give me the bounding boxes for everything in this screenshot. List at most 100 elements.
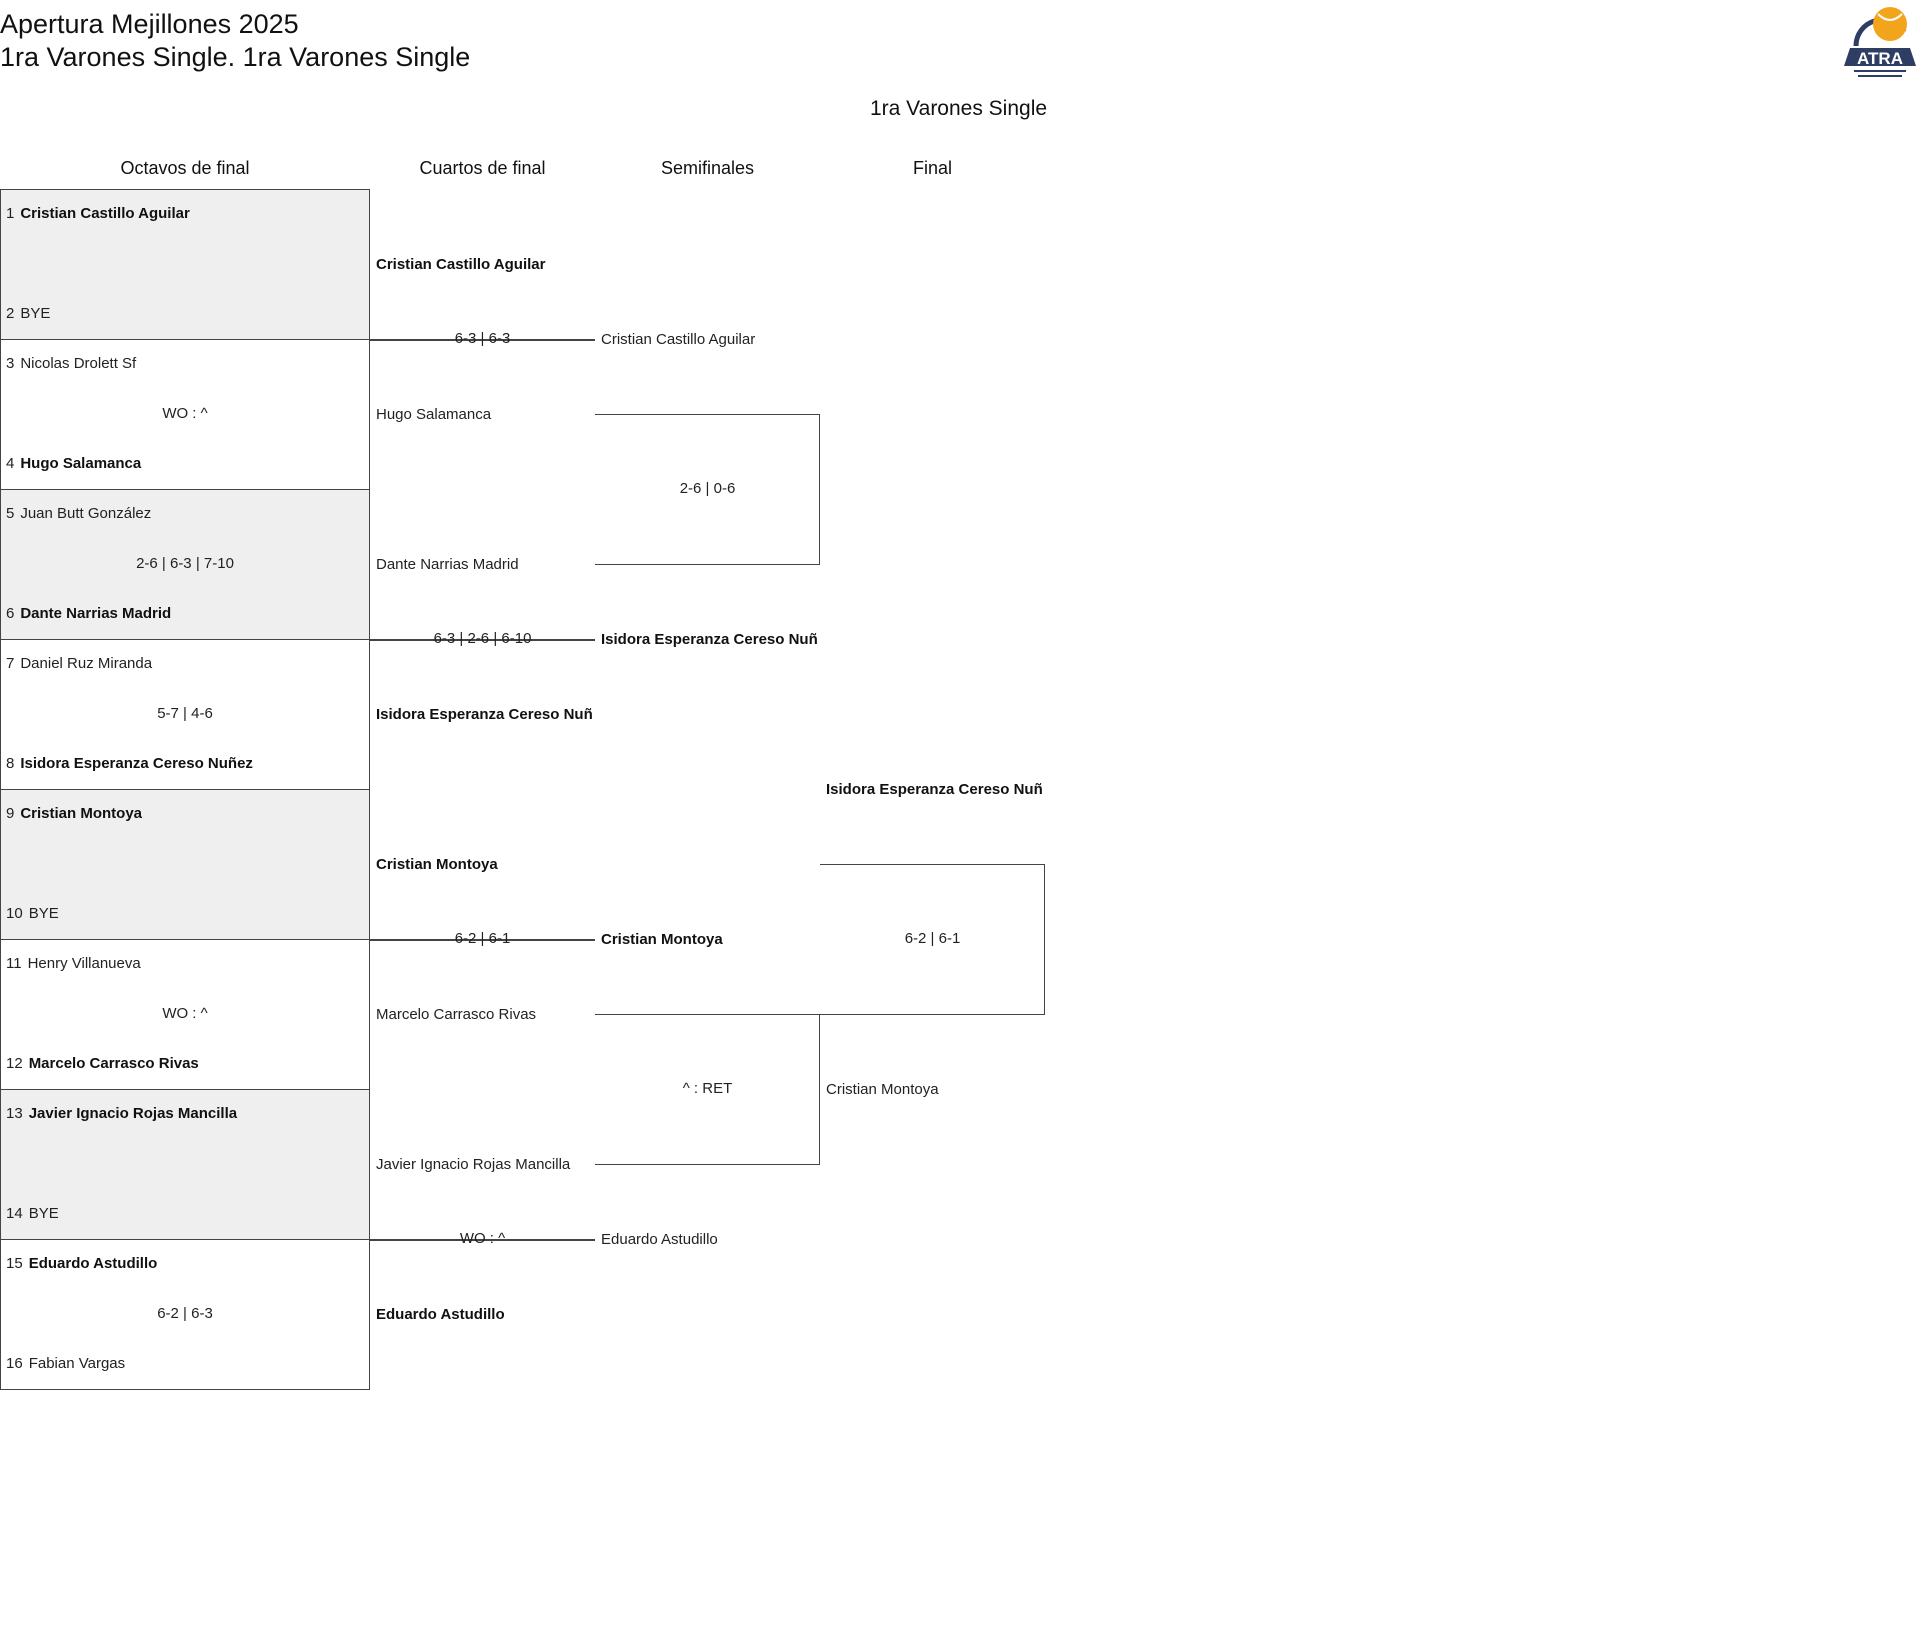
round-header-octavos: Octavos de final [120, 158, 250, 178]
match-score: 5-7 | 4-6 [157, 705, 213, 722]
player-name: Marcelo Carrasco Rivas [376, 1006, 537, 1023]
player-entry: 4 Hugo Salamanca [6, 454, 366, 474]
player-entry: 3 Nicolas Drolett Sf [6, 354, 366, 374]
player-entry: Cristian Castillo Aguilar [601, 330, 818, 350]
player-name: Cristian Castillo Aguilar [376, 256, 546, 273]
player-name: Isidora Esperanza Cereso Nuñez [376, 706, 593, 723]
player-name: Cristian Montoya [376, 856, 498, 873]
player-name: Nicolas Drolett Sf [20, 355, 137, 372]
match-score: 6-2 | 6-1 [904, 930, 961, 947]
seed-number: 1 [6, 205, 15, 222]
match-box-cuartos [370, 639, 595, 641]
player-name: Cristian Montoya [826, 1081, 939, 1098]
seed-number: 11 [6, 955, 22, 972]
player-entry: Eduardo Astudillo [376, 1305, 593, 1325]
match-box-octavos [0, 1089, 370, 1240]
match-score: WO : ^ [162, 405, 208, 422]
player-entry: Cristian Montoya [601, 930, 818, 950]
player-entry: 5 Juan Butt González [6, 504, 366, 524]
player-name: BYE [20, 305, 51, 322]
player-name: Cristian Castillo Aguilar [601, 331, 756, 348]
match-box-cuartos [370, 1239, 595, 1241]
player-entry: 14 BYE [6, 1204, 366, 1224]
player-entry: 13 Javier Ignacio Rojas Mancilla [6, 1104, 366, 1124]
round-header-cuartos: Cuartos de final [419, 158, 546, 178]
player-name: Marcelo Carrasco Rivas [28, 1055, 199, 1072]
player-name: Juan Butt González [20, 505, 152, 522]
player-name: Hugo Salamanca [376, 406, 492, 423]
match-score: 6-2 | 6-1 [454, 930, 511, 947]
player-name: Isidora Esperanza Cereso Nuñez [601, 631, 818, 648]
page-subtitle: 1ra Varones Single. 1ra Varones Single [0, 42, 471, 72]
player-entry: Dante Narrias Madrid [376, 555, 593, 575]
match-box-octavos [0, 189, 370, 340]
player-name: Javier Ignacio Rojas Mancilla [376, 1156, 571, 1173]
player-name: Henry Villanueva [27, 955, 141, 972]
seed-number: 6 [6, 605, 15, 622]
match-score: 2-6 | 6-3 | 7-10 [136, 555, 234, 572]
match-score: WO : ^ [162, 1005, 208, 1022]
player-name: Cristian Castillo Aguilar [20, 205, 190, 222]
player-entry: Javier Ignacio Rojas Mancilla [376, 1155, 593, 1175]
round-header-semifinales: Semifinales [660, 158, 755, 178]
match-score: WO : ^ [459, 1230, 506, 1247]
player-entry: Eduardo Astudillo [601, 1230, 818, 1250]
match-score: 2-6 | 0-6 [679, 480, 736, 497]
atra-logo: ATRA [1844, 7, 1916, 77]
player-name: BYE [28, 1205, 59, 1222]
match-box-final [820, 864, 1045, 1015]
player-entry: Isidora Esperanza Cereso Nuñez [376, 705, 593, 725]
player-entry: Isidora Esperanza Cereso Nuñez [601, 630, 818, 650]
match-box-octavos [0, 489, 370, 640]
player-entry: 12 Marcelo Carrasco Rivas [6, 1054, 366, 1074]
seed-number: 12 [6, 1055, 23, 1072]
seed-number: 7 [6, 655, 15, 672]
player-entry: 2 BYE [6, 304, 366, 324]
seed-number: 3 [6, 355, 15, 372]
player-entry: 8 Isidora Esperanza Cereso Nuñez [6, 754, 366, 774]
seed-number: 2 [6, 305, 15, 322]
player-entry: Cristian Castillo Aguilar [376, 255, 593, 275]
match-box-semifinales [595, 1014, 820, 1165]
seed-number: 4 [6, 455, 15, 472]
seed-number: 16 [6, 1355, 23, 1372]
player-entry: Isidora Esperanza Cereso Nuñez [826, 780, 1043, 800]
seed-number: 14 [6, 1205, 23, 1222]
seed-number: 10 [6, 905, 23, 922]
match-score: 6-3 | 6-3 [454, 330, 511, 347]
player-name: Cristian Montoya [601, 931, 723, 948]
page-title: Apertura Mejillones 2025 [0, 9, 299, 39]
player-entry: Cristian Montoya [376, 855, 593, 875]
player-name: Daniel Ruz Miranda [20, 655, 153, 672]
match-score: ^ : RET [682, 1080, 733, 1097]
player-entry: 6 Dante Narrias Madrid [6, 604, 366, 624]
match-box-octavos [0, 1239, 370, 1390]
player-entry: 11 Henry Villanueva [6, 954, 366, 974]
player-name: Javier Ignacio Rojas Mancilla [28, 1105, 238, 1122]
player-name: Isidora Esperanza Cereso Nuñez [20, 755, 253, 772]
match-box-cuartos [370, 339, 595, 341]
seed-number: 8 [6, 755, 15, 772]
match-box-semifinales [595, 414, 820, 565]
player-name: Hugo Salamanca [20, 455, 142, 472]
seed-number: 5 [6, 505, 15, 522]
player-name: Eduardo Astudillo [376, 1306, 505, 1323]
player-name: Dante Narrias Madrid [20, 605, 172, 622]
player-name: Dante Narrias Madrid [376, 556, 519, 573]
player-entry: Marcelo Carrasco Rivas [376, 1005, 593, 1025]
player-name: Fabian Vargas [28, 1355, 126, 1372]
player-entry: 7 Daniel Ruz Miranda [6, 654, 366, 674]
player-entry: Hugo Salamanca [376, 405, 593, 425]
match-score: 6-3 | 2-6 | 6-10 [433, 630, 532, 647]
seed-number: 9 [6, 805, 15, 822]
logo-text: ATRA [1857, 49, 1903, 68]
round-header-final: Final [912, 158, 952, 178]
seed-number: 13 [6, 1105, 23, 1122]
seed-number: 15 [6, 1255, 23, 1272]
match-box-cuartos [370, 939, 595, 941]
player-entry: 1 Cristian Castillo Aguilar [6, 204, 366, 224]
player-name: Eduardo Astudillo [601, 1231, 718, 1248]
